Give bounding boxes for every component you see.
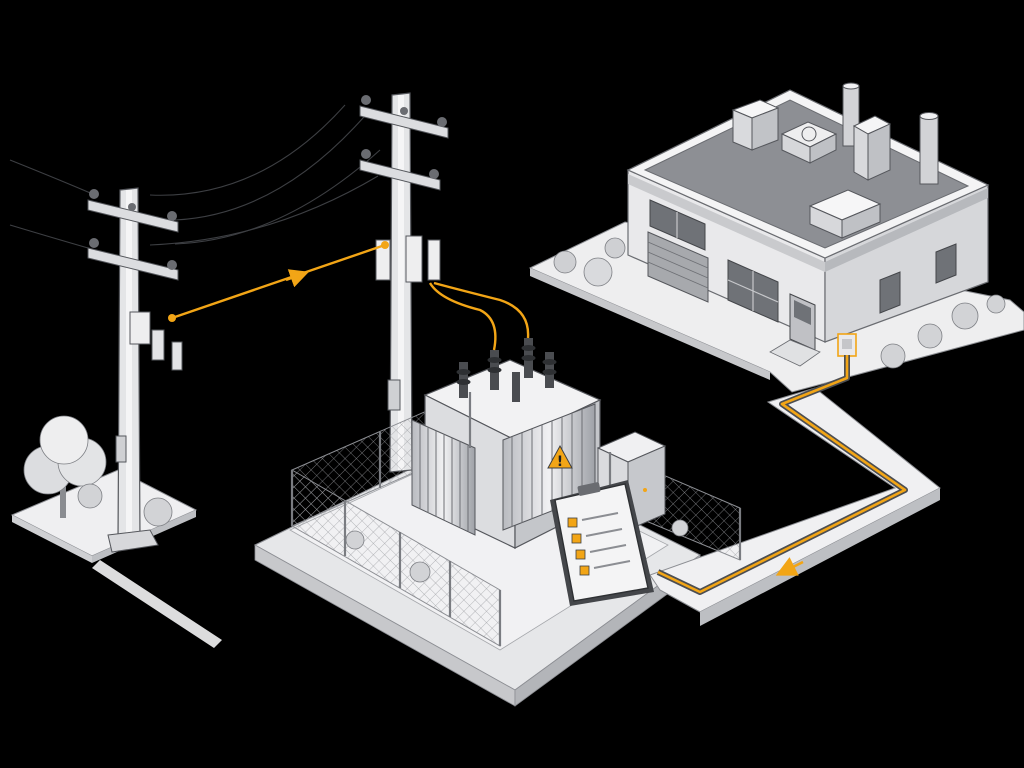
checkbox-icon — [575, 549, 586, 560]
underground-conduit — [656, 355, 908, 595]
checkbox-icon — [579, 565, 590, 576]
shrub-icon — [553, 237, 1006, 369]
rooftop-chimney — [919, 112, 939, 185]
left-pole-base-slab — [10, 469, 222, 648]
flow-arrow-icon — [775, 557, 804, 576]
rooftop-fan-unit — [780, 121, 838, 164]
building-window — [935, 243, 957, 284]
checkbox-icon — [571, 533, 582, 544]
warning-icon: ! — [547, 444, 573, 470]
overhead-power-lines — [9, 104, 381, 251]
svg-text:!: ! — [557, 454, 563, 470]
building-window — [879, 271, 901, 314]
rooftop-cabinet — [852, 115, 892, 181]
pad-mounted-transformer: ! — [411, 338, 602, 549]
rooftop-condenser — [808, 189, 882, 239]
utility-pole-left — [87, 187, 183, 553]
security-fence-front — [290, 392, 742, 647]
conduit-walkway — [649, 387, 941, 626]
garage-door — [647, 231, 709, 303]
flow-arrow-icon — [285, 269, 310, 288]
transformer-bushings — [456, 338, 557, 402]
inspection-checklist — [550, 480, 654, 606]
building-door — [769, 293, 821, 367]
rooftop-hvac-unit — [731, 99, 780, 151]
service-building — [626, 82, 990, 367]
checklist-items — [567, 512, 631, 576]
utility-pole-right — [359, 92, 449, 473]
building-electrical-panel — [837, 333, 857, 357]
checkbox-icon — [567, 517, 578, 528]
radiator-fins — [411, 419, 476, 536]
shrub-icon — [345, 519, 689, 583]
building-window — [649, 199, 706, 251]
tree-icon — [23, 415, 173, 527]
primary-feed-line — [168, 241, 389, 322]
building-window — [727, 259, 779, 323]
transformer-feed-cables — [428, 281, 530, 351]
